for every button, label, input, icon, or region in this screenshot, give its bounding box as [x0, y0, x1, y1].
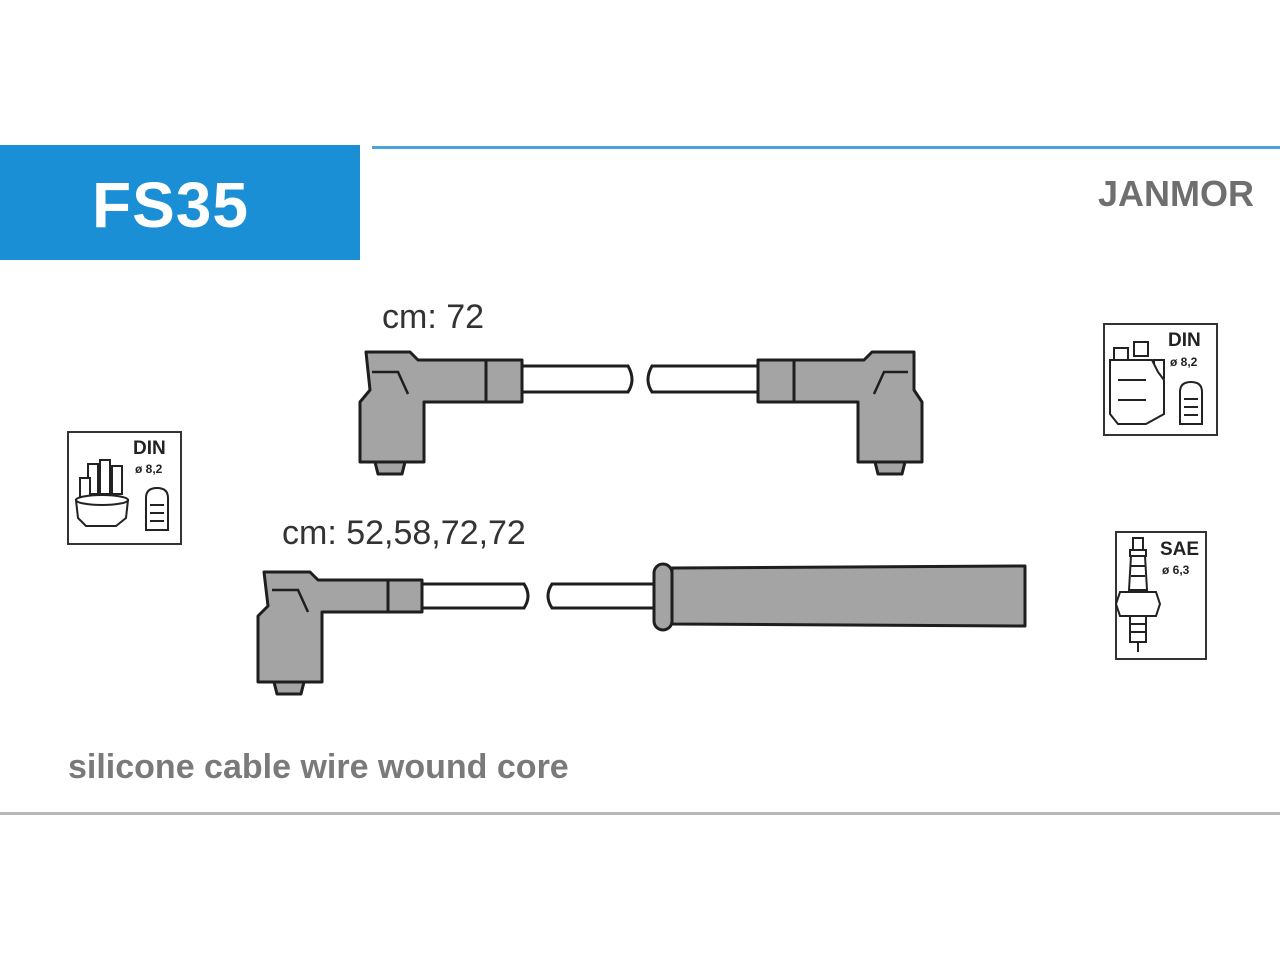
connector-diameter: ø 8,2	[1170, 355, 1198, 369]
terminal-icon	[1179, 380, 1203, 425]
header-rule	[372, 146, 1280, 149]
part-code: FS35	[92, 169, 249, 241]
part-code-banner	[0, 145, 360, 260]
spark-plug-boot	[652, 562, 1027, 632]
connector-diameter: ø 8,2	[135, 462, 163, 476]
left-angled-boot	[256, 570, 424, 696]
distributor-connector-box: DIN ø 8,2	[67, 431, 182, 545]
spark-plug-connector-box: SAE ø 6,3	[1114, 531, 1207, 660]
right-angled-boot	[756, 350, 924, 476]
wire-segment	[420, 582, 530, 610]
connector-standard: DIN	[1168, 330, 1201, 351]
cable-1	[358, 350, 924, 476]
wire-segment	[646, 364, 760, 394]
footer-rule	[0, 812, 1280, 815]
connector-standard: SAE	[1160, 539, 1199, 560]
material-description: silicone cable wire wound core	[68, 748, 569, 786]
connector-standard: DIN	[133, 438, 166, 459]
cable-2-length: cm: 52,58,72,72	[282, 514, 526, 552]
wire-segment	[520, 364, 634, 394]
cable-2	[256, 562, 1027, 696]
connector-diameter: ø 6,3	[1162, 563, 1190, 577]
ignition-coil-icon	[1109, 341, 1165, 425]
wire-segment	[546, 582, 658, 610]
brand-name: JANMOR	[1097, 173, 1254, 214]
distributor-cap-icon	[74, 459, 130, 527]
terminal-icon	[145, 486, 169, 531]
cable-1-length: cm: 72	[382, 298, 485, 336]
left-angled-boot	[358, 350, 524, 476]
spark-plug-icon	[1114, 537, 1162, 652]
coil-connector-box: DIN ø 8,2	[1103, 323, 1218, 436]
